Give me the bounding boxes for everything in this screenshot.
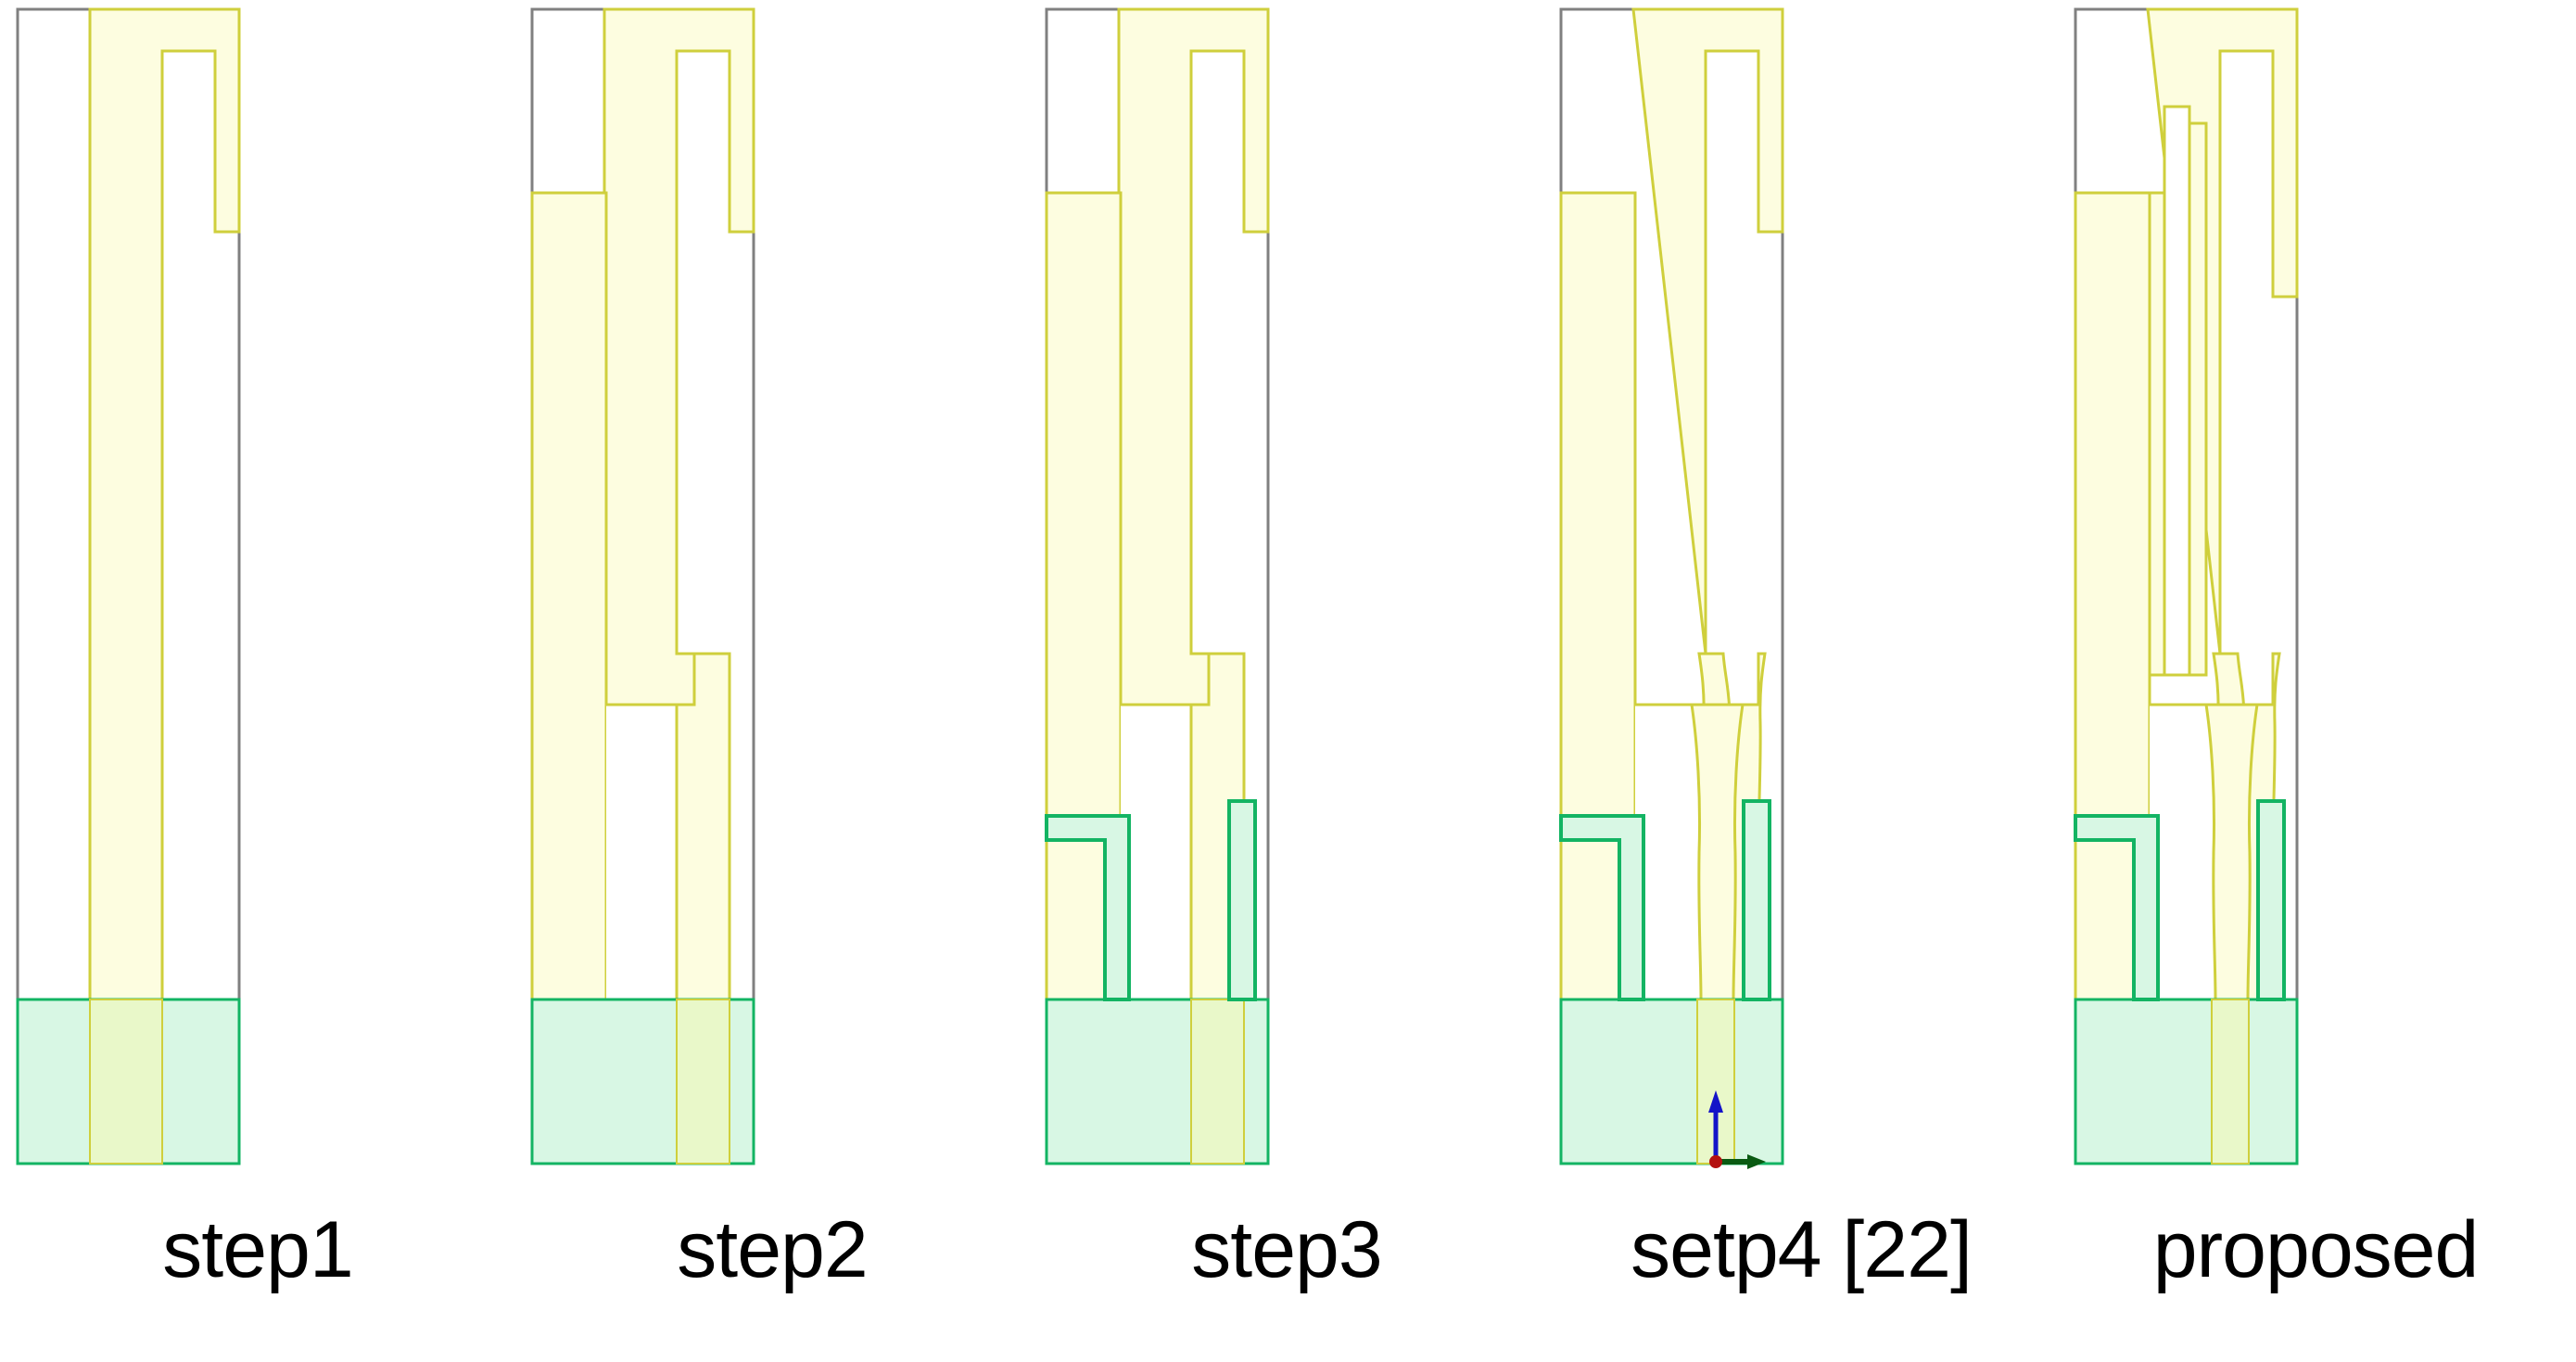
feed-ground-overlap (2211, 999, 2250, 1165)
panel-step1-drawing (16, 7, 241, 1165)
panel-step2-drawing (530, 7, 755, 1165)
panel-setp4-drawing (1559, 7, 1784, 1169)
ground-plane (2074, 998, 2299, 1165)
ground-vertical-stub (1227, 799, 1257, 1001)
patch-extra-finger-slot (2163, 105, 2191, 677)
panel-proposed: proposed (2058, 0, 2573, 1362)
panel-step1: step1 (0, 0, 515, 1362)
panel-caption-step2: step2 (677, 1205, 868, 1294)
patch-inner-slot (2150, 705, 2220, 999)
panel-step3-drawing (1045, 7, 1270, 1165)
feed-neck-taper (1690, 703, 1745, 1001)
panel-caption-setp4: setp4 [22] (1631, 1205, 1973, 1294)
panel-setp4: setp4 [22] (1543, 0, 2059, 1362)
feed-ground-overlap (676, 999, 730, 1165)
panel-caption-proposed: proposed (2152, 1205, 2480, 1294)
ground-plane (1559, 998, 1784, 1165)
patch-extra-finger (2148, 191, 2166, 677)
feed-ground-overlap (1190, 999, 1245, 1165)
ground-u-slot-stub (1045, 814, 1131, 1001)
ground-vertical-stub (2256, 799, 2286, 1001)
patch-inner-slot (1635, 705, 1706, 999)
ground-u-slot-stub (1559, 814, 1645, 1001)
panel-proposed-drawing (2074, 7, 2299, 1165)
patch-second-finger (2188, 121, 2208, 677)
panel-step2: step2 (514, 0, 1030, 1362)
axis-x-arrowhead-icon (1747, 1154, 1766, 1169)
patch-inner-slot (1121, 705, 1191, 999)
axis-z-arrowhead-icon (1708, 1090, 1723, 1113)
ground-u-slot-stub (2074, 814, 2160, 1001)
panel-caption-step3: step3 (1191, 1205, 1382, 1294)
feed-neck-taper (2204, 703, 2259, 1001)
axis-origin-dot-icon (1709, 1155, 1722, 1168)
feed-ground-overlap (89, 999, 163, 1165)
patch-left-arm (530, 191, 608, 1001)
patch-inner-slot (606, 705, 677, 999)
panel-step3: step3 (1029, 0, 1544, 1362)
coordinate-axis-marker (1708, 1090, 1766, 1169)
ground-vertical-stub (1742, 799, 1771, 1001)
panel-caption-step1: step1 (162, 1205, 353, 1294)
